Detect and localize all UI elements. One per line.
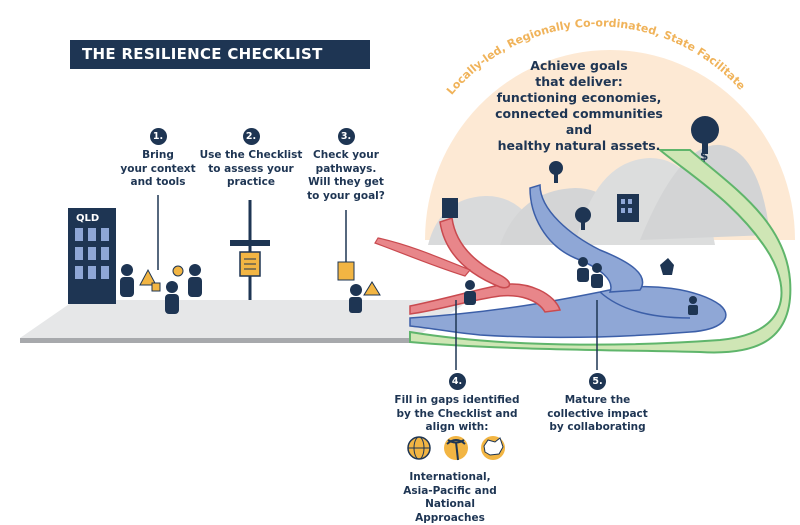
step-3: 3. Check your pathways. Will they get to…	[300, 128, 392, 203]
path-figures	[442, 116, 719, 315]
step-4: 4. Fill in gaps identified by the Checkl…	[387, 373, 527, 435]
red-pathway	[409, 283, 561, 315]
step-2: 2. Use the Checklist to assess your prac…	[196, 128, 306, 190]
palm-tree-icon	[444, 436, 468, 461]
step-5: 5. Mature the collective impact by colla…	[540, 373, 655, 435]
goal-text: Achieve goals that deliver: functioning …	[495, 58, 663, 153]
pathways	[374, 149, 792, 354]
blue-pathway	[409, 285, 727, 339]
red-pathway-upper	[439, 217, 511, 289]
green-pathway	[409, 149, 792, 354]
checklist-signpost	[230, 200, 270, 300]
blue-branch	[599, 291, 691, 319]
step-1: 1. Bring your context and tools	[118, 128, 198, 190]
building-label: QLD	[76, 213, 100, 224]
approach-icons	[407, 436, 505, 461]
people-group	[120, 264, 202, 314]
red-branch	[374, 237, 471, 277]
qld-building	[68, 208, 116, 304]
globe-icon	[407, 436, 431, 460]
australia-map-icon	[481, 436, 505, 460]
walker-figure	[337, 210, 381, 313]
ground-platform	[20, 300, 470, 343]
blue-pathway-upper	[529, 183, 644, 293]
dollar-icon: $	[700, 149, 708, 163]
page-title: THE RESILIENCE CHECKLIST	[70, 40, 370, 69]
